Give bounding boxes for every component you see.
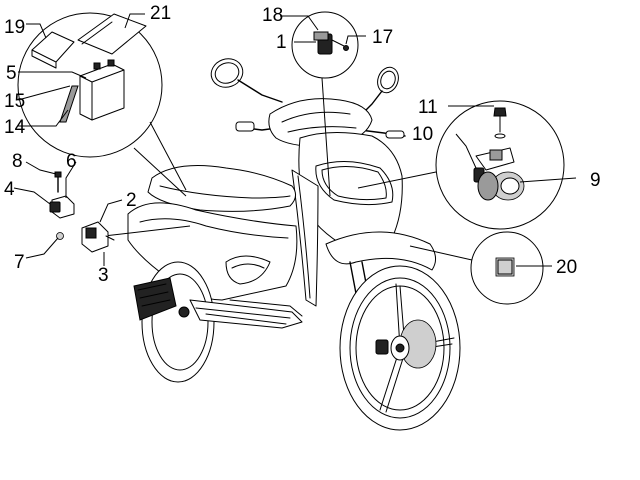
callout-5: 5 [6,63,17,84]
right-mirror [361,66,399,115]
callout-3: 3 [98,265,109,286]
callout-15: 15 [4,91,25,112]
leader-lines [13,13,577,267]
callout-20: 20 [556,257,577,278]
horn-detail-circle [357,100,565,230]
battery-detail-circle [17,12,187,197]
callout-2: 2 [126,190,137,211]
callout-17: 17 [372,27,393,48]
callout-1: 1 [276,32,287,53]
callout-6: 6 [66,151,77,172]
callout-8: 7 [14,252,25,273]
callout-9: 9 [590,170,601,191]
callout-labels: 21 19 5 15 14 18 1 17 11 10 9 20 8 6 4 2… [4,3,601,286]
callout-21: 21 [150,3,171,24]
callout-14: 14 [4,117,26,138]
callout-18: 18 [262,5,283,26]
scooter-drawing [127,58,461,431]
callout-7: 8 [12,151,23,172]
left-mirror [210,58,283,103]
connector-detail-circle [409,231,544,305]
callout-4: 4 [4,179,15,200]
relay-detail-circle [291,11,359,197]
callout-19: 19 [4,17,25,38]
callout-10: 10 [412,124,433,145]
callout-11: 11 [418,97,438,118]
left-loose-parts [49,171,191,253]
